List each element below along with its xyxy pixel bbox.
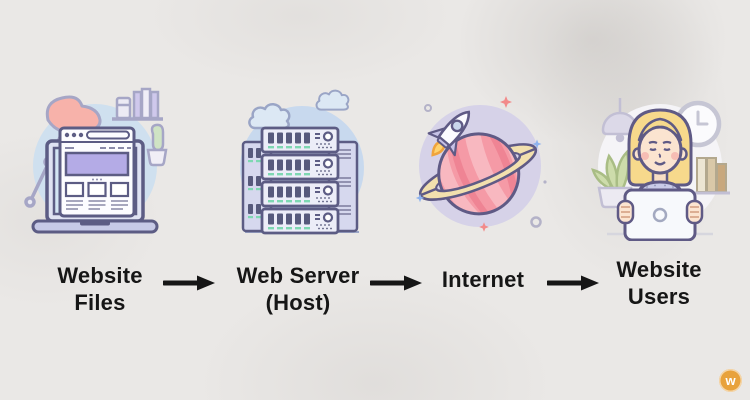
books-icon [693,157,730,195]
label-line: Website [616,257,702,282]
label-line: Website [57,263,143,288]
browser-window-icon [58,126,136,218]
cloud-icon [315,89,350,111]
label-line: Files [74,290,126,315]
rocket-icon [427,110,471,157]
label-line: Users [627,284,691,309]
cloud-icon [248,102,291,130]
right-arrow-icon [545,274,599,292]
label-line: Web Server [236,263,360,288]
pendant-lamp-icon [601,98,639,143]
step-label-internet: Internet [388,266,578,293]
server-rack-illustration [240,89,364,235]
woman-icon [616,108,704,241]
sparkle-stars [415,96,547,232]
bookshelf-icon [112,87,163,121]
label-line: Internet [441,267,525,292]
watermark-letter: w [725,373,736,388]
tablet-icon [623,188,697,241]
site-watermark-badge: w [719,369,742,392]
step-label-website-users: Website Users [564,256,750,310]
right-arrow-icon [368,274,422,292]
server-rack-illustration [225,86,375,241]
laptop-browser-illustration [24,87,168,234]
right-arrow-icon [161,274,215,292]
step-label-web-server: Web Server (Host) [203,262,393,316]
laptop-browser-illustration [20,86,170,241]
label-line: (Host) [265,290,331,315]
rocket-planet-illustration [415,96,547,232]
person-tablet-illustration [585,86,735,241]
rocket-planet-illustration [408,86,558,241]
step-label-website-files: Website Files [5,262,195,316]
person-tablet-illustration [591,98,730,241]
cactus-icon [146,123,168,167]
